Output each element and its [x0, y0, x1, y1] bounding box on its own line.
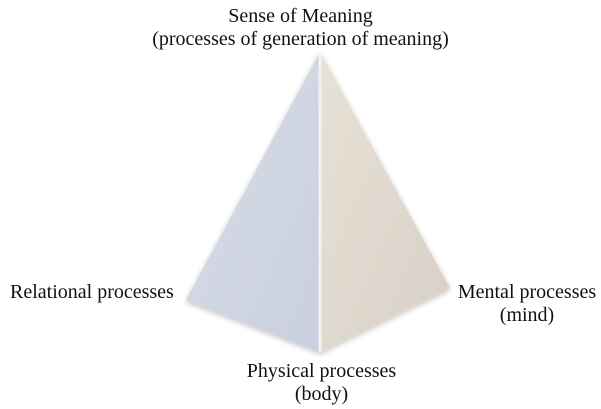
pyramid-left-face [186, 52, 320, 352]
bottom-vertex-label-line1: Physical processes [246, 360, 397, 382]
right-vertex-label-line1: Mental processes [457, 281, 597, 303]
right-vertex-label-line2: (mind) [499, 304, 555, 326]
left-vertex-label: Relational processes [10, 281, 174, 304]
bottom-vertex-label: Physical processes (body) [0, 360, 601, 406]
apex-label: Sense of Meaning (processes of generatio… [0, 5, 601, 51]
apex-label-line2: (processes of generation of meaning) [152, 28, 449, 50]
bottom-vertex-label-line2: (body) [294, 383, 349, 405]
right-vertex-label: Mental processes (mind) [448, 281, 601, 327]
left-vertex-label-line1: Relational processes [10, 281, 174, 303]
pyramid-right-face [320, 52, 450, 352]
apex-label-line1: Sense of Meaning [228, 5, 373, 27]
